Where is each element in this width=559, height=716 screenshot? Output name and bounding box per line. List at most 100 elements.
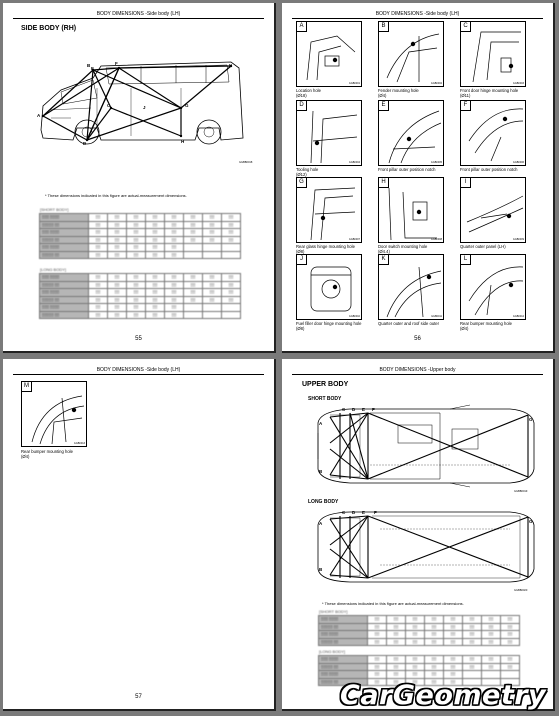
point-label: A	[319, 521, 323, 526]
manual-page-58: BODY DIMENSIONS -Upper body UPPER BODY S…	[282, 359, 555, 711]
section-title: UPPER BODY	[302, 381, 349, 388]
reference-point-m: M GGB0013	[21, 381, 87, 447]
long-body-title: LONG BODY	[308, 499, 339, 505]
figure-ref: GGBB0020	[514, 589, 528, 592]
point-label: C	[107, 103, 111, 108]
part-illustration	[306, 35, 356, 81]
figure-ref: GGB0006	[512, 161, 524, 164]
point-caption: Rear bumper mounting hole (Ø4)	[21, 449, 73, 459]
part-illustration	[388, 110, 442, 164]
point-letter: E	[379, 101, 389, 111]
part-illustration	[310, 110, 358, 164]
point-label: K	[229, 63, 233, 68]
point-letter: J	[297, 255, 307, 265]
page-header: BODY DIMENSIONS -Side body (LH)	[292, 11, 543, 19]
part-illustration	[386, 33, 440, 83]
page-header: BODY DIMENSIONS -Side body (LH)	[13, 367, 264, 375]
reference-point-f: F GGB0006	[460, 100, 526, 166]
point-label: C	[342, 407, 346, 412]
part-illustration	[310, 266, 352, 312]
point-caption: Fender mounting hole(Ø4)	[378, 88, 419, 98]
rear-bumper-illustration	[31, 395, 85, 445]
figure-ref: GGB0002	[430, 82, 442, 85]
table-title: [LONG BODY]	[319, 649, 346, 654]
point-label: B	[87, 63, 91, 68]
long-body-table: [LONG BODY] ▒▒▒ ▒▒▒▒▒▒▒▒▒▒▒▒▒▒▒▒▒▒▒▒ ▒▒▒…	[39, 267, 241, 319]
point-letter: F	[461, 101, 471, 111]
short-body-table: [SHORT BODY] ▒▒▒ ▒▒▒▒▒▒▒▒▒▒▒▒▒▒▒▒▒▒▒▒ ▒▒…	[39, 207, 241, 259]
cargeometry-watermark: CarGeometry	[340, 680, 547, 711]
figure-ref: GGB0009	[512, 238, 524, 241]
point-label: B	[319, 567, 323, 572]
point-letter: C	[461, 22, 471, 32]
point-caption: Fuel filler door hinge mounting hole(Ø8)	[296, 321, 362, 331]
part-illustration	[310, 187, 356, 241]
table-title: [LONG BODY]	[40, 267, 67, 272]
point-label: D	[83, 141, 87, 146]
figure-ref: GGBB0019	[514, 490, 528, 493]
part-illustration	[386, 266, 442, 318]
manual-page-55: BODY DIMENSIONS -Side body (LH) SIDE BOD…	[3, 3, 276, 353]
point-label: D	[352, 407, 356, 412]
point-label: E	[362, 510, 366, 515]
figure-ref: GGBB0018	[239, 161, 253, 164]
point-caption: Door switch mounting hole(Ø4.4)	[378, 244, 428, 254]
part-illustration	[472, 31, 521, 83]
point-letter: K	[379, 255, 389, 265]
figure-ref: GGB0003	[512, 82, 524, 85]
point-label: E	[91, 66, 95, 71]
point-label: G	[185, 103, 189, 108]
figure-ref: GGB0004	[348, 161, 360, 164]
point-label: B	[319, 469, 323, 474]
point-label: F	[372, 407, 375, 412]
point-caption: Quarter outer panel (LH)	[460, 244, 506, 249]
reference-point-i: I GGB0009	[460, 177, 526, 243]
reference-point-e: E GGB0005	[378, 100, 444, 166]
point-letter: I	[461, 178, 471, 188]
figure-ref: GGB0001	[348, 82, 360, 85]
reference-point-a: A GGB0001	[296, 21, 362, 87]
reference-point-b: B GGB0002	[378, 21, 444, 87]
figure-ref: GGB0011	[431, 315, 442, 318]
point-label: D	[352, 510, 356, 515]
page-header: BODY DIMENSIONS -Side body (LH)	[13, 11, 264, 19]
page-number: 57	[135, 694, 142, 700]
point-letter: M	[22, 382, 32, 392]
table-title: [SHORT BODY]	[40, 207, 69, 212]
part-illustration	[466, 195, 524, 233]
point-caption: Rear glass hinge mounting hole(Ø8)	[296, 244, 355, 254]
side-body-diagram	[40, 61, 244, 145]
point-label: G	[529, 519, 533, 524]
short-body-top-view	[317, 404, 535, 488]
part-illustration	[468, 266, 524, 316]
point-caption: Rear bumper mounting hole(Ø4)	[460, 321, 512, 331]
page-number: 58	[394, 694, 401, 700]
long-body-top-view	[317, 511, 535, 583]
figure-ref: GGB0013	[73, 442, 85, 445]
table-title: [SHORT BODY]	[319, 609, 348, 614]
point-caption: Front door hinge mounting hole(Ø11)	[460, 88, 519, 98]
page-number: 56	[414, 336, 421, 342]
reference-point-k: K GGB0011	[378, 254, 444, 320]
point-label: H	[181, 139, 185, 144]
point-label: A	[37, 113, 41, 118]
point-label: A	[319, 421, 323, 426]
point-letter: B	[379, 22, 389, 32]
reference-point-c: C GGB0003	[460, 21, 526, 87]
point-caption: Front pillar outer position notch	[460, 167, 518, 172]
point-label: E	[362, 407, 366, 412]
short-body-table: [SHORT BODY] ▒▒▒ ▒▒▒▒▒▒▒▒▒▒▒▒▒▒▒▒▒▒▒▒ ▒▒…	[318, 609, 520, 646]
point-label: J	[143, 105, 146, 110]
short-body-title: SHORT BODY	[308, 396, 342, 402]
figure-ref: GGB0008	[430, 238, 442, 241]
point-letter: A	[297, 22, 307, 32]
measurement-note: * These dimensions indicated in this fig…	[45, 193, 187, 198]
point-caption: Quarter outer and roof side outer	[378, 321, 439, 326]
part-illustration	[468, 108, 524, 162]
figure-ref: GGB0005	[430, 161, 442, 164]
point-letter: L	[461, 255, 471, 265]
page-number: 55	[135, 336, 142, 342]
